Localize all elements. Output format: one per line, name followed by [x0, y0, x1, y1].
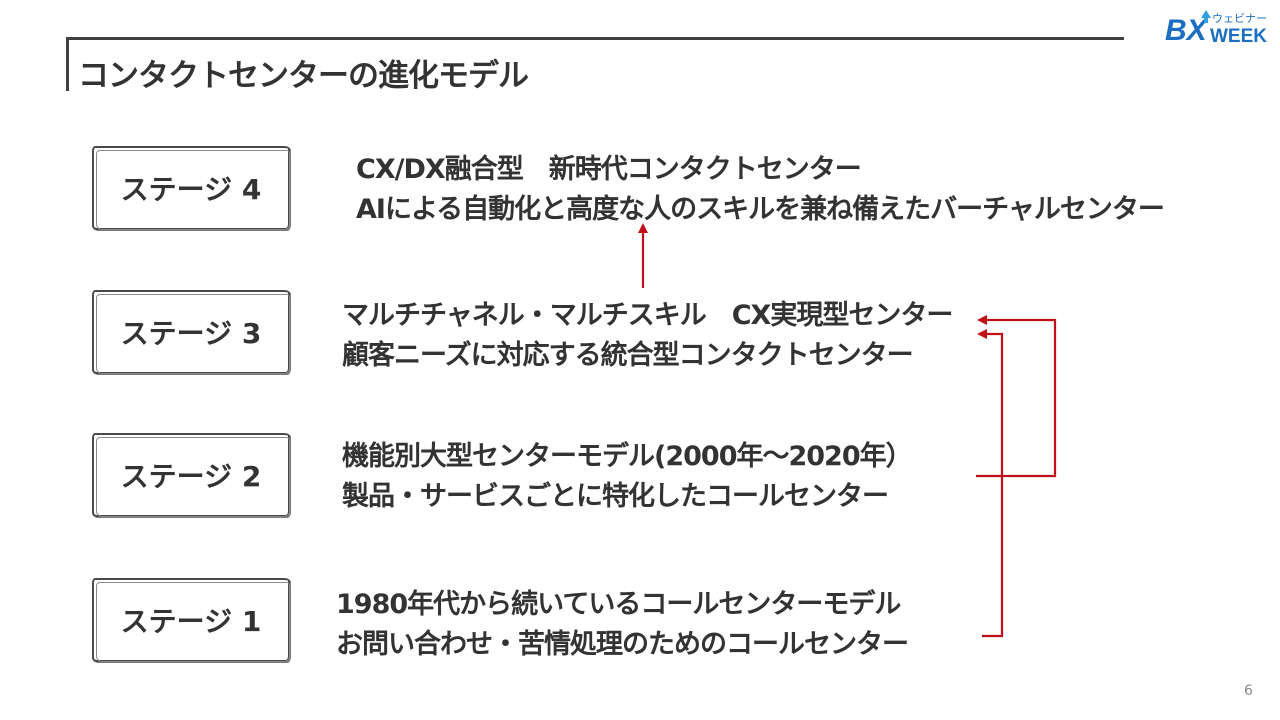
logo-tagline: ウェビナー	[1212, 12, 1267, 25]
stage-4-line-2: AIによる自動化と高度な人のスキルを兼ね備えたバーチャルセンター	[356, 194, 1165, 225]
title-rule-left	[66, 37, 69, 91]
stage-1-line-2: お問い合わせ・苦情処理のためのコールセンター	[336, 629, 909, 660]
page-number: 6	[1244, 683, 1253, 699]
slide-title: コンタクトセンターの進化モデル	[78, 58, 529, 94]
stage-box-1: ステージ 1	[92, 578, 290, 662]
stage-desc-3: マルチチャネル・マルチスキル CX実現型センター 顧客ニーズに対応する統合型コン…	[342, 296, 953, 376]
stage-desc-1: 1980年代から続いているコールセンターモデル お問い合わせ・苦情処理のためのコ…	[336, 585, 909, 665]
title-rule-top	[66, 37, 1124, 40]
stage-label-2: ステージ 2	[120, 460, 262, 493]
stage-box-2: ステージ 2	[92, 433, 290, 517]
logo-word: WEEK	[1210, 26, 1267, 44]
logo-letters: BX	[1165, 14, 1209, 44]
stage-label-4: ステージ 4	[120, 173, 262, 206]
stage-label-3: ステージ 3	[120, 317, 262, 350]
stage-box-4: ステージ 4	[92, 146, 290, 230]
stage-3-line-1: マルチチャネル・マルチスキル CX実現型センター	[342, 300, 953, 331]
bx-week-logo: BX ウェビナー WEEK	[1165, 10, 1267, 44]
stage-3-line-2: 顧客ニーズに対応する統合型コンタクトセンター	[342, 340, 914, 371]
stage-desc-2: 機能別大型センターモデル(2000年～2020年） 製品・サービスごとに特化した…	[342, 437, 913, 517]
stage-box-3: ステージ 3	[92, 290, 290, 374]
arrow-stage2-to-stage3	[976, 315, 1057, 478]
stage-label-1: ステージ 1	[120, 605, 262, 638]
arrow-stage1-to-stage3	[977, 329, 1004, 638]
stage-desc-4: CX/DX融合型 新時代コンタクトセンター AIによる自動化と高度な人のスキルを…	[356, 150, 1165, 230]
stage-2-line-2: 製品・サービスごとに特化したコールセンター	[342, 481, 889, 512]
stage-1-line-1: 1980年代から続いているコールセンターモデル	[336, 589, 901, 620]
logo-arrow-icon	[1201, 10, 1211, 23]
stage-4-line-1: CX/DX融合型 新時代コンタクトセンター	[356, 154, 862, 185]
stage-2-line-1: 機能別大型センターモデル(2000年～2020年）	[342, 441, 913, 472]
